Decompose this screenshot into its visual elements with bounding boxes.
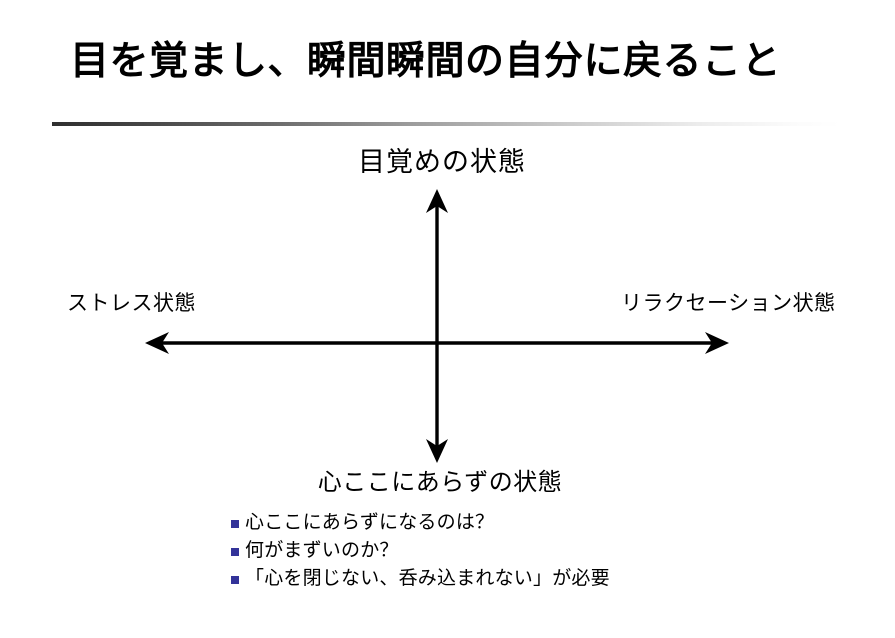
arrow-down-icon [426, 439, 448, 463]
square-bullet-icon [231, 519, 239, 528]
list-item-label: 「心を閉じない、呑み込まれない」が必要 [245, 568, 610, 590]
list-item-label: 何がまずいのか？ [245, 540, 399, 562]
axis-label-left: ストレス状態 [67, 292, 196, 315]
list-item: 「心を閉じない、呑み込まれない」が必要 [231, 566, 610, 591]
bullet-list: 心ここにあらずになるのは？ 何がまずいのか？ 「心を閉じない、呑み込まれない」が… [231, 510, 610, 594]
axis-label-top: 目覚めの状態 [358, 147, 526, 177]
title-divider [52, 122, 840, 126]
page-title: 目を覚まし、瞬間瞬間の自分に戻ること [70, 40, 782, 83]
arrow-left-icon [145, 332, 169, 354]
list-item: 心ここにあらずになるのは？ [231, 510, 610, 535]
arrow-up-icon [426, 189, 448, 213]
arrow-right-icon [705, 332, 729, 354]
axis-label-bottom: 心ここにあらずの状態 [317, 469, 563, 496]
list-item: 何がまずいのか？ [231, 538, 610, 563]
list-item-label: 心ここにあらずになるのは？ [245, 512, 495, 533]
square-bullet-icon [231, 575, 239, 584]
axis-label-right: リラクセーション状態 [621, 292, 836, 315]
square-bullet-icon [231, 547, 239, 556]
